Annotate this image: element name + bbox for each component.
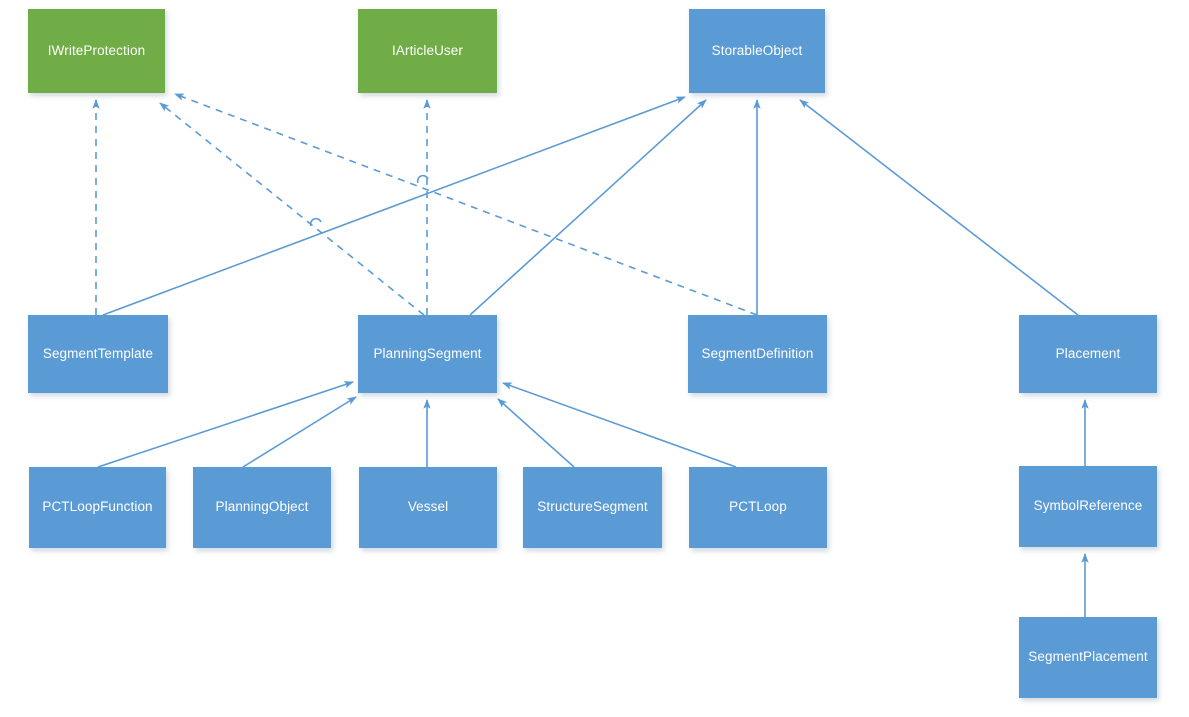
node-planning-segment[interactable]: PlanningSegment [358, 315, 497, 393]
edge-placement-to-storableobject [799, 99, 1079, 316]
node-label: PCTLoopFunction [42, 499, 153, 515]
node-iarticle-user[interactable]: IArticleUser [358, 9, 497, 93]
node-label: StructureSegment [537, 499, 648, 515]
line-jump-arc [416, 174, 429, 184]
node-segment-placement[interactable]: SegmentPlacement [1019, 617, 1157, 698]
node-label: SegmentPlacement [1028, 649, 1148, 665]
edge-pctloopfunction-to-planningsegment [97, 381, 354, 468]
node-symbol-reference[interactable]: SymbolReference [1019, 466, 1157, 547]
node-iwrite-protection[interactable]: IWriteProtection [28, 9, 165, 93]
node-placement[interactable]: Placement [1019, 315, 1157, 393]
line-jump-group [309, 174, 429, 227]
node-label: IWriteProtection [47, 42, 146, 58]
edge-pctloop-to-planningsegment [502, 382, 737, 468]
node-label: Placement [1055, 345, 1121, 361]
node-vessel[interactable]: Vessel [359, 467, 497, 548]
edge-segmenttemplate-to-storableobject [102, 96, 686, 316]
node-label: SegmentTemplate [42, 345, 154, 361]
node-storable-object[interactable]: StorableObject [689, 9, 825, 93]
node-label: SegmentDefinition [701, 345, 814, 361]
edge-planningsegment-to-iwriteprotection [159, 102, 425, 316]
node-pctloop[interactable]: PCTLoop [689, 467, 827, 548]
edge-structuresegment-to-planningsegment [497, 398, 575, 468]
node-structure-segment[interactable]: StructureSegment [523, 467, 662, 548]
edges-group [92, 93, 1089, 617]
node-label: PlanningObject [215, 499, 309, 515]
edge-planningobject-to-planningsegment [242, 396, 357, 468]
node-label: PlanningSegment [373, 345, 482, 361]
edge-segmentdefinition-to-iwriteprotection [174, 93, 758, 316]
node-segment-template[interactable]: SegmentTemplate [28, 315, 168, 393]
node-label: PCTLoop [729, 499, 787, 515]
node-label: StorableObject [711, 42, 803, 58]
node-label: Vessel [407, 499, 449, 515]
line-jump-arc [309, 217, 322, 227]
node-segment-definition[interactable]: SegmentDefinition [688, 315, 827, 393]
node-label: IArticleUser [392, 42, 463, 58]
node-label: SymbolReference [1033, 498, 1143, 514]
node-pctloop-function[interactable]: PCTLoopFunction [29, 467, 166, 548]
edge-planningsegment-to-storableobject [469, 99, 707, 316]
node-planning-object[interactable]: PlanningObject [193, 467, 331, 548]
